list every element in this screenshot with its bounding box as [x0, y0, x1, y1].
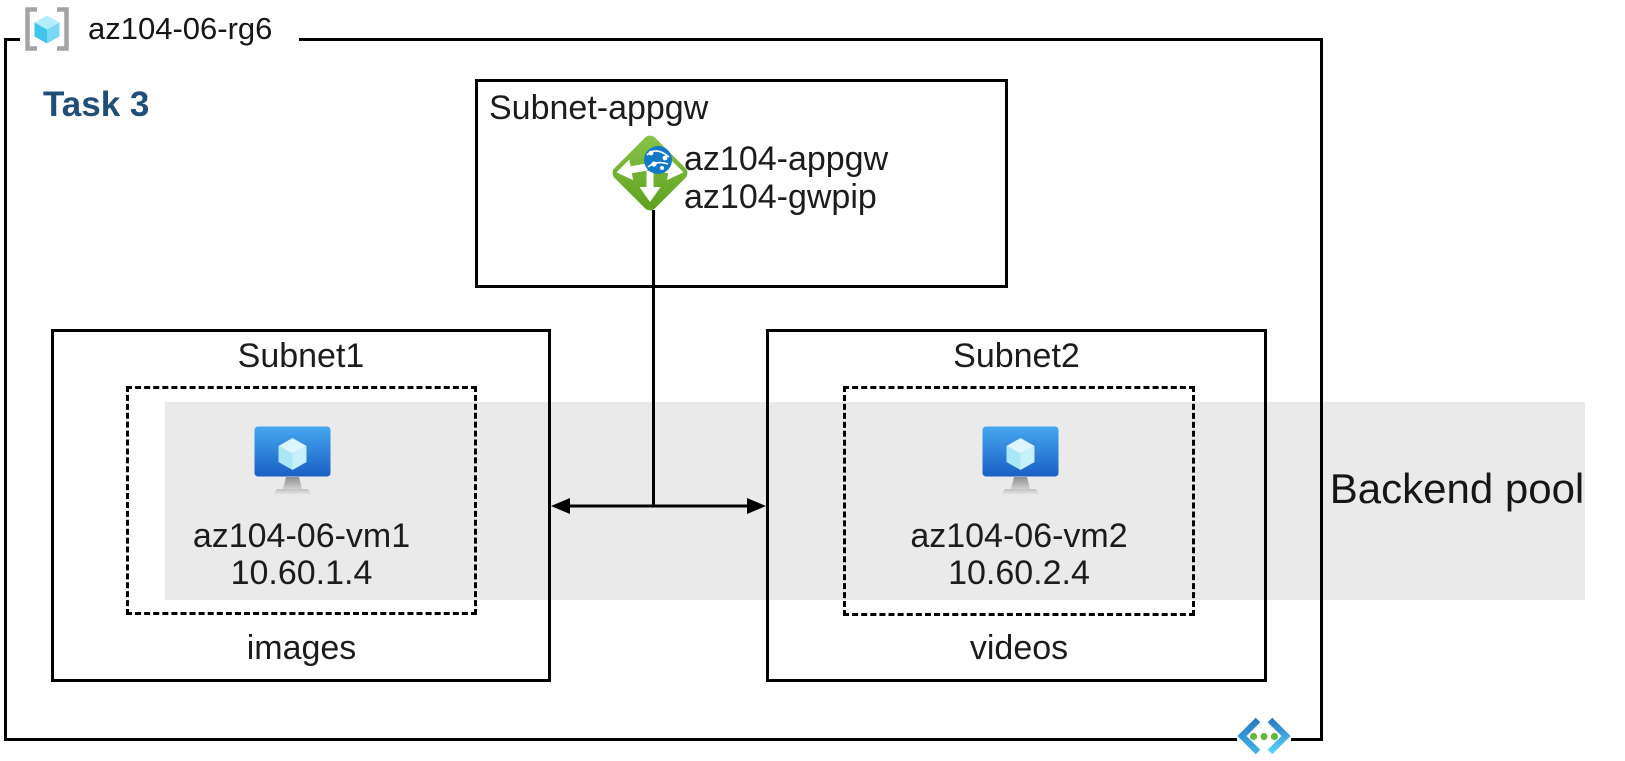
backend-pool-band [165, 402, 1585, 600]
vm1-ip: 10.60.1.4 [230, 554, 373, 592]
vm2-info: az104-06-vm2 10.60.2.4 [843, 518, 1195, 592]
subnet2-box [766, 329, 1267, 682]
virtual-network-icon [1237, 711, 1291, 761]
gwpip-name: az104-gwpip [684, 178, 877, 216]
appgw-name: az104-appgw [684, 140, 889, 178]
vm1-name: az104-06-vm1 [192, 517, 411, 555]
arrowhead-right [747, 498, 766, 514]
connector-double-arrow [551, 498, 766, 514]
subnet1-box [51, 329, 551, 682]
appgw-subnet-label: Subnet-appgw [489, 89, 709, 127]
arrowhead-left [551, 498, 570, 514]
resource-group-icon [20, 5, 74, 53]
subnet1-storage-label: images [246, 629, 357, 667]
subnet1-dashed-group [126, 386, 477, 615]
resource-group-name: az104-06-rg6 [88, 11, 273, 46]
vm1-info: az104-06-vm1 10.60.1.4 [126, 518, 477, 592]
subnet2-dashed-group [843, 386, 1195, 616]
vm2-ip: 10.60.2.4 [948, 554, 1090, 592]
task-label: Task 3 [43, 85, 150, 124]
appgw-names: az104-appgw az104-gwpip [684, 140, 888, 216]
subnet1-label: Subnet1 [237, 337, 365, 375]
subnet2-label: Subnet2 [953, 337, 1080, 375]
backend-pool-label: Backend pool [1329, 465, 1585, 512]
appgw-subnet-box [475, 79, 1008, 288]
virtual-machine-icon [982, 426, 1059, 495]
application-gateway-icon [612, 135, 688, 211]
virtual-machine-icon [254, 426, 331, 495]
vm2-name: az104-06-vm2 [910, 517, 1128, 555]
resource-group-box [4, 38, 1323, 741]
subnet2-storage-label: videos [969, 629, 1069, 667]
connector-appgw-line [652, 210, 655, 507]
globe-icon [644, 146, 672, 174]
